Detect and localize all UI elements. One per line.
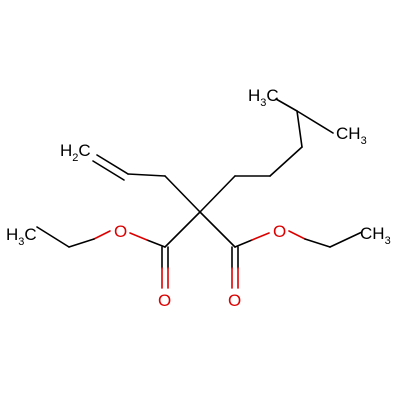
bond-left-c-o-red: [129, 232, 148, 241]
bond-quat-c-left: [164, 211, 201, 248]
bond-right-ethyl: [329, 231, 363, 248]
label-h3c-left: H3C: [6, 225, 37, 248]
label-o-ester-right: O: [273, 222, 286, 241]
bond-quat-allyl-ch2: [164, 175, 201, 213]
bond-chain-quat: [199, 175, 236, 213]
bond-right-c-o-black: [234, 239, 253, 248]
label-o-ester-left: O: [114, 222, 127, 241]
bond-left-o-ch2-red: [93, 230, 111, 240]
bond-allyl-ch2-ch: [127, 173, 166, 177]
bond-ch2b-ch2a: [269, 146, 303, 177]
bond-right-o-ch2-red: [288, 230, 306, 240]
label-ch3-right-bottom: CH3: [360, 224, 391, 247]
atom-labels: H3C CH3 H2C H3C CH3 O O O O: [6, 86, 391, 310]
carbon-bonds: [36, 98, 363, 248]
label-o-carbonyl-right: O: [228, 291, 241, 310]
bond-allyl-double-1: [96, 154, 129, 175]
bond-right-o-ch2-black: [304, 238, 331, 248]
label-h2c-allyl: H2C: [60, 141, 91, 164]
bond-h3c-ch: [275, 98, 298, 112]
bond-allyl-double-2: [92, 160, 125, 181]
oxygen-bonds: [68, 230, 331, 289]
bond-left-ethyl: [36, 226, 70, 248]
bond-left-o-ch2-black: [68, 238, 95, 248]
bond-right-c-o-red: [251, 232, 270, 241]
label-o-carbonyl-left: O: [158, 291, 171, 310]
bond-ch-ch3: [296, 110, 334, 134]
label-ch3-right-top: CH3: [336, 124, 367, 147]
label-h3c-top: H3C: [248, 86, 279, 109]
bond-quat-c-right: [199, 211, 236, 248]
bond-ch-ch2b: [296, 110, 303, 148]
bond-left-c-o-black: [146, 239, 166, 248]
